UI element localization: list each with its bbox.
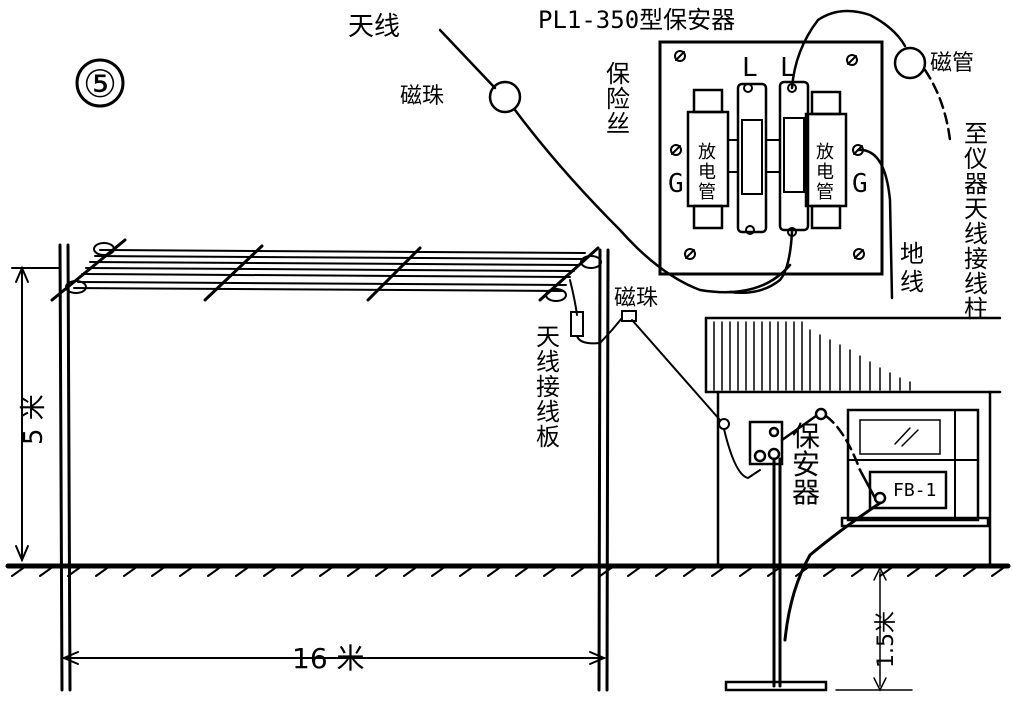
height-dimension-label: 5 米	[19, 394, 49, 445]
fb1-label: FB-1	[893, 480, 936, 501]
svg-text:器: 器	[964, 170, 988, 198]
svg-text:仪: 仪	[964, 145, 988, 173]
svg-text:天: 天	[964, 195, 988, 223]
ground-surface	[5, 563, 1011, 577]
terminal-l-right: L	[780, 53, 796, 83]
antenna-wire-array	[50, 238, 602, 302]
svg-text:电: 电	[816, 162, 834, 183]
antenna-terminal-board-label: 天 线 接 线 板	[536, 323, 560, 451]
discharge-tube-left-label: 放 电 管	[698, 142, 716, 203]
svg-text:丝: 丝	[606, 110, 630, 138]
figure-number-text: ⑤	[83, 62, 117, 106]
svg-text:保: 保	[792, 420, 820, 453]
height-dimension	[11, 265, 61, 563]
left-pole	[58, 243, 72, 692]
span-dimension-label: 16 米	[292, 642, 365, 675]
to-instrument-terminal-label: 至 仪 器 天 线 接 线 柱	[964, 120, 988, 323]
ground-wire-label: 地 线	[900, 240, 924, 296]
svg-text:天: 天	[536, 323, 560, 351]
protector-model-label: PL1-350型保安器	[538, 6, 735, 34]
discharge-tube-right-label: 放 电 管	[816, 142, 834, 203]
svg-text:放: 放	[698, 142, 716, 163]
svg-text:管: 管	[816, 182, 834, 203]
wall-protector-label: 保 安 器	[792, 420, 820, 509]
ceramic-tube-label: 磁管	[930, 51, 974, 76]
svg-text:险: 险	[606, 85, 630, 113]
svg-text:线: 线	[964, 270, 988, 298]
svg-text:线: 线	[536, 348, 560, 376]
fuse-label: 保 险 丝	[606, 60, 630, 138]
svg-text:保: 保	[606, 60, 630, 88]
depth-dimension-label: 1.5米	[874, 611, 899, 668]
svg-text:电: 电	[698, 162, 716, 183]
svg-text:板: 板	[536, 423, 560, 451]
house	[704, 316, 1002, 568]
svg-text:至: 至	[964, 120, 988, 148]
right-pole	[597, 248, 610, 692]
ceramic-bead-top-label: 磁珠	[400, 84, 444, 109]
svg-text:器: 器	[792, 476, 820, 509]
svg-text:安: 安	[792, 448, 820, 481]
ceramic-bead-mid-label: 磁珠	[614, 286, 658, 311]
terminal-l-left: L	[742, 53, 758, 83]
terminal-g-left: G	[668, 169, 684, 199]
grounding-system	[724, 457, 913, 692]
antenna-label: 天线	[348, 12, 400, 42]
svg-text:接: 接	[964, 245, 988, 273]
svg-text:地: 地	[900, 240, 924, 268]
span-dimension	[61, 651, 607, 665]
protector-output-wire	[728, 9, 952, 300]
pl1-350-protector-box	[658, 40, 884, 276]
lead-in-wire	[569, 279, 761, 480]
svg-text:线: 线	[900, 268, 924, 296]
svg-text:放: 放	[816, 142, 834, 163]
svg-text:接: 接	[536, 373, 560, 401]
fb1-instrument: FB-1	[868, 470, 948, 510]
figure-number-marker: ⑤	[75, 58, 125, 108]
svg-text:柱: 柱	[964, 295, 988, 323]
svg-text:线: 线	[536, 398, 560, 426]
terminal-g-right: G	[852, 169, 868, 199]
antenna-feed-line	[438, 28, 792, 294]
svg-text:管: 管	[698, 182, 716, 203]
svg-text:线: 线	[964, 220, 988, 248]
